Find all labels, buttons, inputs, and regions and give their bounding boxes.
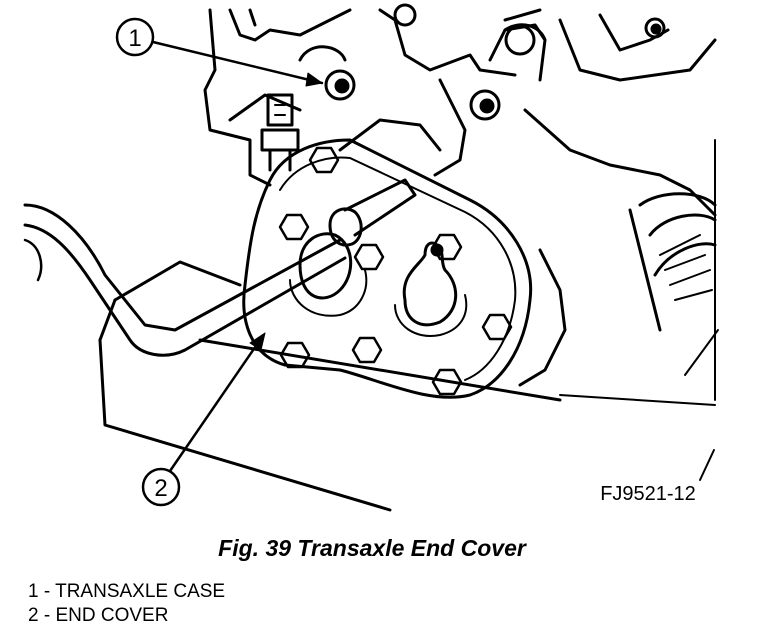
legend-item: 1 - TRANSAXLE CASE <box>28 581 226 602</box>
transaxle-case <box>203 8 717 401</box>
figure-caption: Fig. 39 Transaxle End Cover <box>218 535 526 561</box>
pry-bar-tool <box>23 178 417 357</box>
fitting <box>260 93 300 172</box>
callout-2: 2 <box>141 332 266 507</box>
callout-2-number: 2 <box>154 475 167 502</box>
support-stand <box>98 260 719 512</box>
figure-code: FJ9521-12 <box>600 483 696 505</box>
callout-1-number: 1 <box>128 25 141 52</box>
legend-item: 2 - END COVER <box>28 605 169 626</box>
callout-1: 1 <box>115 17 324 87</box>
end-cover-bolts <box>278 146 513 396</box>
parts-legend: 1 - TRANSAXLE CASE 2 - END COVER <box>28 580 225 628</box>
case-bolts <box>324 3 666 121</box>
transaxle-end-cover-illustration: 1 2 FJ9521-12 <box>23 3 719 512</box>
